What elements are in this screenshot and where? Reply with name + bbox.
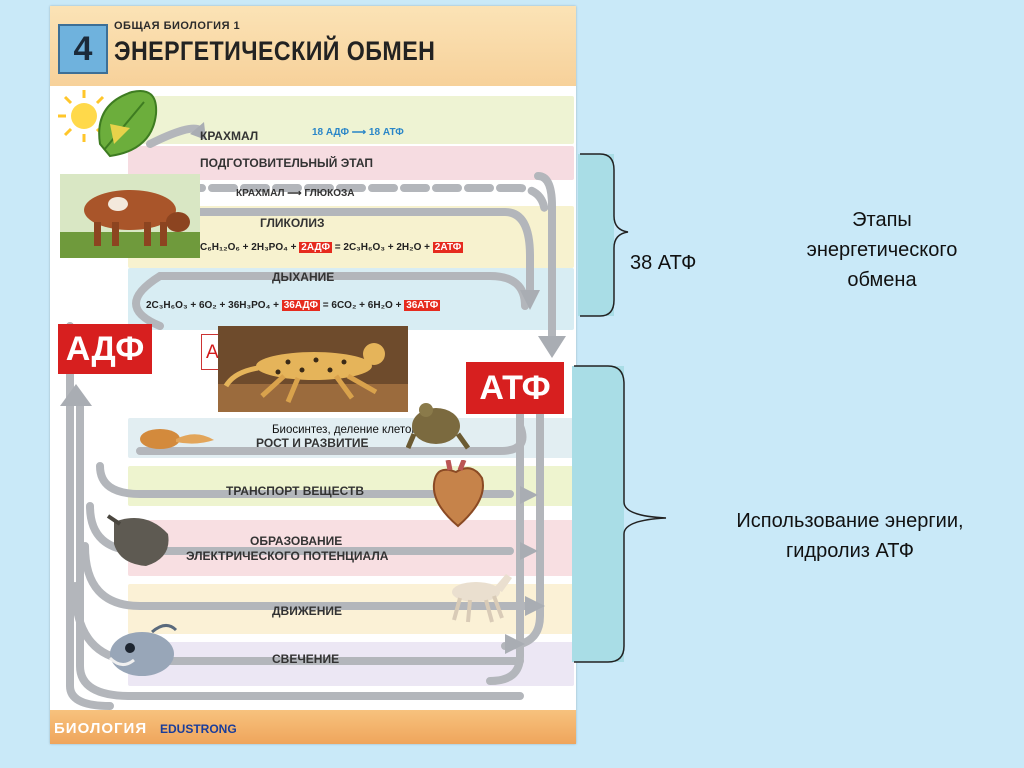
label-glow: СВЕЧЕНИЕ bbox=[272, 652, 340, 666]
label-adp-atp-18: 18 АДФ ⟶ 18 АТФ bbox=[312, 127, 404, 138]
usage-title: Использование энергии, гидролиз АТФ bbox=[736, 510, 964, 562]
usage-bracket bbox=[572, 365, 667, 663]
poster-number: 4 bbox=[58, 24, 108, 74]
band-transport bbox=[128, 466, 574, 506]
glycolysis-formula-atp: 2АТФ bbox=[432, 242, 464, 253]
tadpole-picture bbox=[140, 429, 214, 449]
label-prep-stage: ПОДГОТОВИТЕЛЬНЫЙ ЭТАП bbox=[200, 156, 373, 170]
respiration-formula-mid: = 6CO₂ + 6H₂O + bbox=[319, 300, 405, 311]
label-starch: КРАХМАЛ bbox=[200, 129, 259, 143]
glycolysis-formula-adp: 2АДФ bbox=[299, 242, 332, 253]
glycolysis-formula-mid: = 2C₃H₆O₃ + 2H₂O + bbox=[331, 242, 433, 253]
label-glycolysis: ГЛИКОЛИЗ bbox=[260, 216, 325, 230]
poster: 4 ОБЩАЯ БИОЛОГИЯ 1 ЭНЕРГЕТИЧЕСКИЙ ОБМЕН bbox=[50, 6, 576, 744]
band-prep bbox=[128, 146, 574, 180]
frog-picture bbox=[406, 403, 470, 450]
stages-bracket bbox=[578, 153, 629, 317]
respiration-formula-atp: 36АТФ bbox=[404, 300, 441, 311]
cow-picture bbox=[60, 174, 200, 258]
poster-title: ЭНЕРГЕТИЧЕСКИЙ ОБМЕН bbox=[114, 36, 436, 66]
flow-arrows bbox=[60, 122, 566, 710]
glycolysis-formula: C₆H₁₂O₆ + 2H₃PO₄ + 2АДФ = 2C₃H₆O₃ + 2H₂O… bbox=[200, 242, 464, 253]
adp-badge: АДФ bbox=[58, 324, 152, 374]
label-electric-1: ОБРАЗОВАНИЕ bbox=[250, 534, 343, 548]
horse-picture bbox=[452, 574, 512, 623]
respiration-formula-adp: 36АДФ bbox=[281, 300, 320, 311]
respiration-formula-left: 2C₃H₆O₃ + 6O₂ + 36H₃PO₄ + bbox=[146, 300, 282, 311]
leaf-icon bbox=[98, 90, 158, 158]
footer-brand: EDUSTRONG bbox=[160, 722, 237, 736]
band-glycolysis bbox=[128, 206, 574, 268]
atp-badge: АТФ bbox=[466, 362, 564, 414]
label-movement: ДВИЖЕНИЕ bbox=[272, 604, 342, 618]
anglerfish-picture bbox=[108, 624, 178, 676]
label-growth: РОСТ И РАЗВИТИЕ bbox=[256, 436, 369, 450]
label-starch-glucose: КРАХМАЛ ⟶ ГЛЮКОЗА bbox=[236, 188, 355, 199]
ray-picture bbox=[106, 514, 169, 566]
poster-header: 4 ОБЩАЯ БИОЛОГИЯ 1 ЭНЕРГЕТИЧЕСКИЙ ОБМЕН bbox=[50, 6, 576, 86]
footer-subject: БИОЛОГИЯ bbox=[54, 720, 148, 737]
glycolysis-formula-left: C₆H₁₂O₆ + 2H₃PO₄ + bbox=[200, 242, 300, 253]
biosynthesis-label: Биосинтез, деление клеток bbox=[272, 424, 417, 436]
atp-38-label: 38 АТФ bbox=[630, 252, 697, 274]
label-respiration: ДЫХАНИЕ bbox=[272, 270, 335, 284]
poster-subject: ОБЩАЯ БИОЛОГИЯ 1 bbox=[114, 20, 241, 32]
label-electric-2: ЭЛЕКТРИЧЕСКОГО ПОТЕНЦИАЛА bbox=[186, 549, 389, 563]
poster-footer: БИОЛОГИЯ EDUSTRONG bbox=[50, 710, 576, 744]
heart-picture bbox=[432, 460, 484, 528]
cheetah-picture bbox=[218, 326, 408, 412]
respiration-formula: 2C₃H₆O₃ + 6O₂ + 36H₃PO₄ + 36АДФ = 6CO₂ +… bbox=[146, 300, 441, 311]
stages-title: Этапы энергетического обмена bbox=[806, 209, 958, 291]
label-transport: ТРАНСПОРТ ВЕЩЕСТВ bbox=[226, 484, 365, 498]
